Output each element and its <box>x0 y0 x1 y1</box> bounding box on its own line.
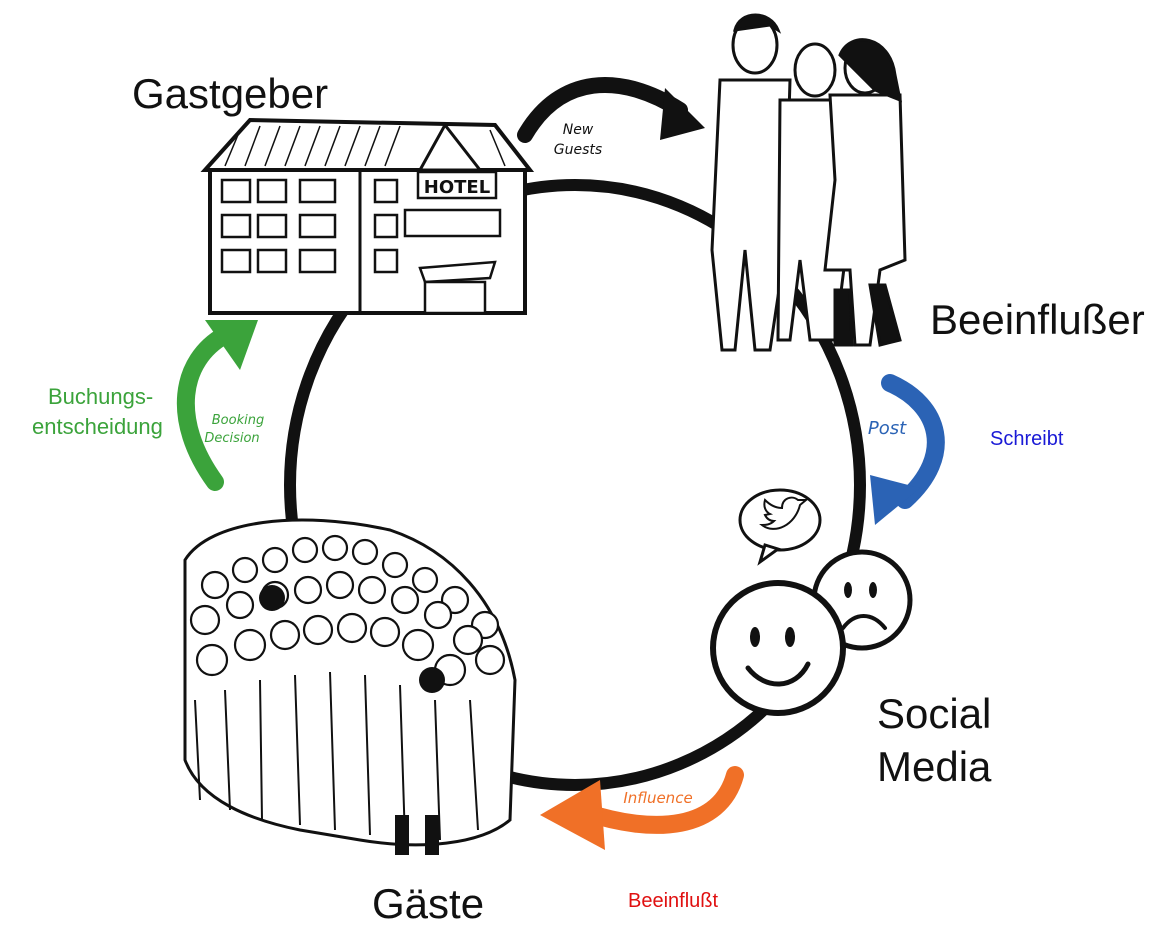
arrow-guests-label: Guests <box>554 142 602 158</box>
booking-decision-line2: entscheidung <box>32 414 163 439</box>
host-label: Gastgeber <box>132 70 329 117</box>
arrow-post-label: Post <box>868 418 907 439</box>
new-guests-arrow <box>517 77 688 143</box>
post-arrow <box>881 374 945 509</box>
crowd-icon <box>183 518 517 855</box>
cycle-ring <box>284 179 866 791</box>
new-guests-arrowhead <box>660 88 705 140</box>
people-group-icon <box>710 13 907 352</box>
twitter-bird-icon <box>738 488 822 566</box>
influences-label: Beeinflußt <box>628 890 719 912</box>
guests-label: Gäste <box>372 880 485 927</box>
influence-arrow <box>576 766 744 834</box>
social-label: Social <box>877 690 992 737</box>
hotel-building-icon: HOTEL <box>200 117 535 315</box>
influence-arrowhead <box>540 780 605 850</box>
arrow-new-label: New <box>563 122 594 138</box>
post-arrowhead <box>870 475 920 525</box>
arrow-booking-label: Booking <box>212 413 264 428</box>
booking-arrowhead <box>205 320 258 370</box>
arrow-decision-label: Decision <box>204 431 259 446</box>
hotel-sign: HOTEL <box>424 177 490 198</box>
smiley-face-icon <box>710 580 846 716</box>
media-label: Media <box>877 743 992 790</box>
arrow-influence-label: Influence <box>623 789 692 807</box>
booking-decision-line1: Buchungs- <box>48 384 154 409</box>
writes-label: Schreibt <box>990 428 1064 450</box>
booking-arrow <box>176 326 234 491</box>
influencer-label: Beeinflußer <box>930 296 1145 343</box>
